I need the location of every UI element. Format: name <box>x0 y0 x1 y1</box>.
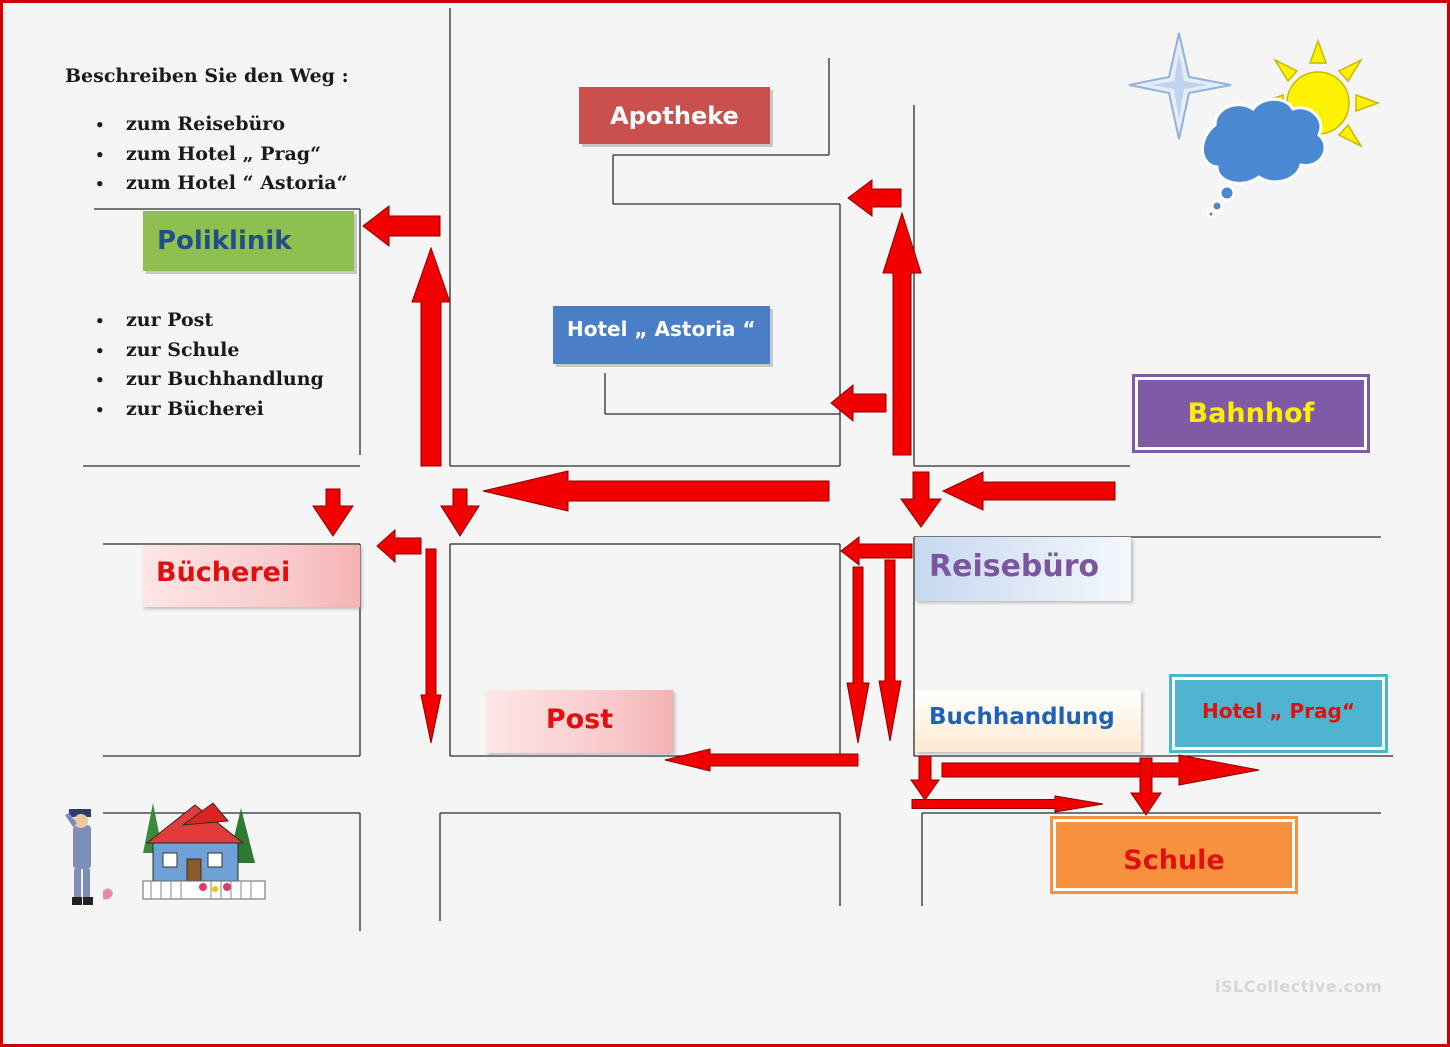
route-arrow <box>411 246 451 467</box>
apotheke-sign: Apotheke <box>579 87 770 144</box>
list-item: • zur Bücherei <box>95 395 324 425</box>
bullet: • <box>95 400 105 419</box>
buecherei-sign: Bücherei <box>142 545 360 607</box>
list-item-text: zur Post <box>126 309 214 331</box>
policeman-icon <box>65 809 113 905</box>
route-arrow <box>312 488 354 537</box>
list-item: • zum Hotel “ Astoria“ <box>95 169 348 199</box>
cloud-icon <box>1201 97 1327 219</box>
bullet: • <box>95 341 105 360</box>
bahnhof-sign: Bahnhof <box>1132 374 1370 453</box>
list-item-text: zum Hotel “ Astoria“ <box>126 172 348 194</box>
reisebuero-sign: Reisebüro <box>915 537 1131 601</box>
route-arrow <box>941 471 1116 511</box>
list-item-text: zur Schule <box>126 338 240 361</box>
hotel-prag-sign: Hotel „ Prag“ <box>1169 674 1388 753</box>
bullet: • <box>95 145 105 164</box>
list-item: • zum Hotel „ Prag“ <box>95 140 348 170</box>
street-lines <box>83 8 1393 931</box>
route-arrow <box>362 204 441 248</box>
route-arrow <box>882 211 922 456</box>
route-arrow <box>847 179 902 217</box>
route-arrow <box>440 488 480 537</box>
house-icon <box>142 802 266 900</box>
route-arrow <box>840 535 913 567</box>
route-arrow <box>830 383 887 423</box>
route-arrow <box>420 548 442 744</box>
route-arrow <box>900 471 942 528</box>
instruction-list-one: • zum Reisebüro • zum Hotel „ Prag“ • zum H… <box>95 110 348 199</box>
list-item-text: zum Hotel „ Prag“ <box>126 142 322 165</box>
instructions-title: Beschreiben Sie den Weg : <box>65 65 349 87</box>
route-arrow <box>878 559 902 742</box>
list-item-text: zur Bücherei <box>126 397 264 420</box>
bullet: • <box>95 371 105 389</box>
poliklinik-sign: Poliklinik <box>143 211 354 271</box>
street-map <box>65 8 1393 931</box>
list-item: • zur Post <box>95 306 324 336</box>
hotel-astoria-sign: Hotel „ Astoria “ <box>553 306 770 364</box>
star-icon <box>1128 32 1232 140</box>
watermark: iSLCollective.com <box>1215 977 1383 996</box>
route-arrow <box>482 470 830 512</box>
list-item: • zum Reisebüro <box>95 110 348 140</box>
schule-sign: Schule <box>1050 816 1298 894</box>
route-arrow <box>664 748 859 772</box>
bullet: • <box>95 116 105 134</box>
arrow-layer <box>312 179 1260 816</box>
list-item-text: zum Reisebüro <box>126 113 285 135</box>
list-item-text: zur Buchhandlung <box>126 368 324 390</box>
bullet: • <box>95 312 105 330</box>
list-item: • zur Schule <box>95 336 324 366</box>
list-item: • zur Buchhandlung <box>95 365 324 395</box>
route-arrow <box>910 755 940 801</box>
route-arrow <box>1130 757 1162 816</box>
instruction-list-two: •zur Post •zur Schule •zur Buchhandlung … <box>95 306 324 424</box>
route-arrow <box>911 795 1104 813</box>
route-arrow <box>376 528 422 564</box>
route-arrow <box>846 566 870 744</box>
buchhandlung-sign: Buchhandlung <box>915 690 1141 752</box>
post-sign: Post <box>486 690 673 753</box>
bullet: • <box>95 175 105 193</box>
route-arrow <box>941 754 1260 786</box>
